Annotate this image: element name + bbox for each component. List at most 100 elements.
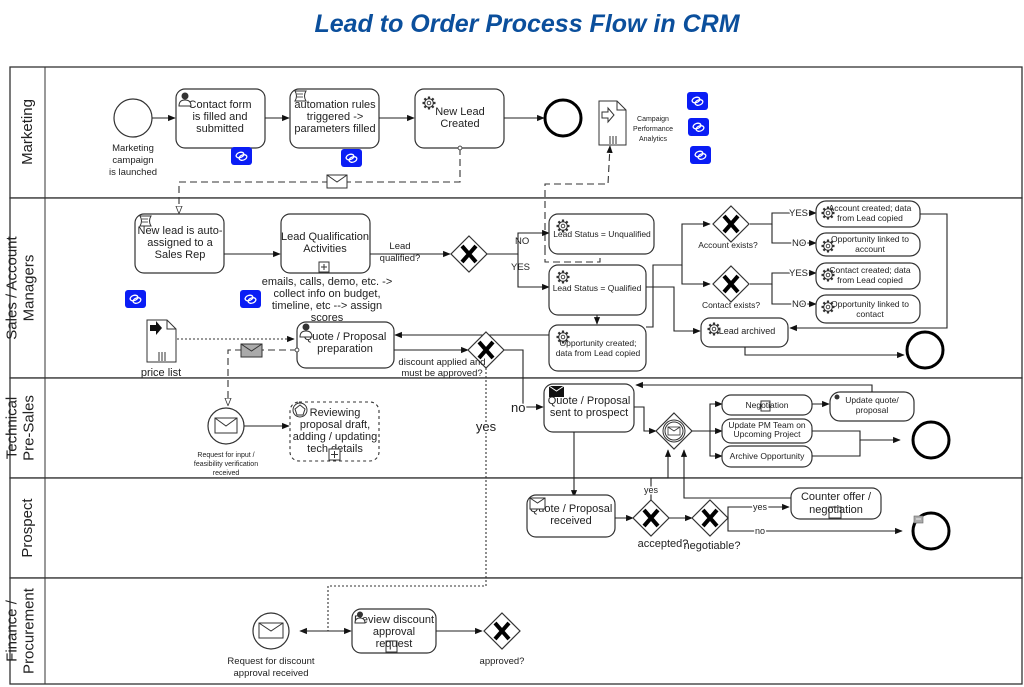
gateway-approved[interactable] (483, 612, 521, 650)
text-line: proposal (856, 405, 889, 415)
svg-text:Opportunity created;data from: Opportunity created;data from Lead copie… (556, 338, 641, 358)
task-lead-unqualified[interactable]: Lead Status = Unqualified (548, 213, 655, 255)
data-output-campaign-analytics[interactable] (598, 100, 627, 146)
link-icon[interactable] (690, 146, 711, 164)
gateway-label: accepted? (638, 538, 689, 550)
envelope-icon (326, 174, 348, 189)
task-update-quote[interactable]: Update quote/proposal (829, 391, 915, 422)
text-line: Analytics (639, 136, 668, 143)
link-icon[interactable] (341, 149, 362, 167)
text-line: Opportunity created; (559, 338, 636, 348)
gateway-accepted[interactable] (632, 499, 670, 537)
user-icon (354, 611, 366, 624)
text-line: Opportunity linked to (831, 234, 909, 244)
task-lead-qualified[interactable]: Lead Status = Qualified (548, 264, 647, 316)
text-line: request (376, 638, 413, 650)
gateway-label: negotiable? (684, 540, 741, 552)
end-event-marketing[interactable] (543, 98, 583, 138)
end-event-sales[interactable] (905, 330, 945, 370)
message-flow-new-lead (179, 148, 460, 213)
task-archive-opportunity[interactable]: Archive Opportunity (721, 445, 813, 468)
text-line: New lead is auto- (138, 225, 223, 237)
gateway-lead-qualified[interactable] (450, 235, 488, 273)
text-line: Prospect (19, 498, 36, 558)
association-analytics (544, 145, 613, 252)
label-yes: YES (789, 268, 808, 279)
flow-discount-yes (299, 368, 487, 635)
event-gateway[interactable] (655, 412, 693, 450)
lane-label: TechnicalPre-Sales (4, 395, 38, 461)
text-line: Finance / (4, 599, 21, 662)
start-event-marketing-campaign[interactable] (113, 98, 153, 138)
label-no: NO (792, 299, 806, 310)
link-icon[interactable] (231, 147, 252, 165)
gateway-negotiable[interactable] (691, 499, 729, 537)
text-line: proposal draft, (300, 419, 370, 431)
text-line: Review discount (354, 614, 434, 626)
text-line: assigned to a (147, 237, 213, 249)
text-line: qualified? (380, 253, 421, 264)
task-lead-archived[interactable]: Lead archived (700, 317, 789, 348)
gear-icon (707, 322, 721, 336)
gear-icon (821, 268, 835, 282)
data-input-price-list[interactable] (146, 319, 177, 363)
gateway-contact-exists[interactable] (712, 265, 750, 303)
text-line: Created (440, 118, 479, 130)
svg-text:Negotiation: Negotiation (745, 400, 788, 410)
gateway-account-exists[interactable] (712, 205, 750, 243)
gear-icon (422, 96, 436, 110)
link-icon[interactable] (687, 92, 708, 110)
text-line: from Lead copied (837, 213, 903, 223)
document-icon (601, 106, 615, 124)
text-line: discount applied and (398, 357, 485, 368)
text-line: received (213, 470, 240, 477)
task-negotiation[interactable]: Negotiation (721, 394, 813, 416)
link-icon[interactable] (240, 290, 261, 308)
text-line: Marketing (19, 99, 36, 165)
start-event-label: Request for input /feasibility verificat… (194, 452, 258, 477)
text-line: Sales / Account (4, 235, 21, 339)
svg-text:Lead archived: Lead archived (719, 326, 776, 336)
end-event-technical[interactable] (911, 420, 951, 460)
gear-icon (556, 270, 570, 284)
gateway-discount[interactable] (467, 331, 505, 369)
page-title: Lead to Order Process Flow in CRM (314, 10, 740, 38)
link-icon[interactable] (688, 118, 709, 136)
terminate-marker-icon (913, 515, 924, 524)
lead-qualification-note: emails, calls, demo, etc. ->collect info… (262, 276, 393, 324)
text-line: Campaign (637, 116, 669, 123)
link-icon[interactable] (125, 290, 146, 308)
lane-marketing: Marketing (9, 66, 1023, 199)
task-counter-offer[interactable]: Counter offer /negotiation (790, 487, 882, 520)
text-line: triggered -> (307, 111, 364, 123)
svg-text:Counter offer /negotiation: Counter offer /negotiation (801, 491, 872, 516)
text-line: Account created; data (829, 203, 912, 213)
text-line: contact (856, 309, 884, 319)
text-line: collect info on budget, (273, 288, 380, 300)
script-icon (294, 90, 307, 102)
task-opportunity-created[interactable]: Opportunity created;data from Lead copie… (548, 324, 647, 372)
label-yes: yes (476, 419, 497, 434)
gear-icon (821, 206, 835, 220)
